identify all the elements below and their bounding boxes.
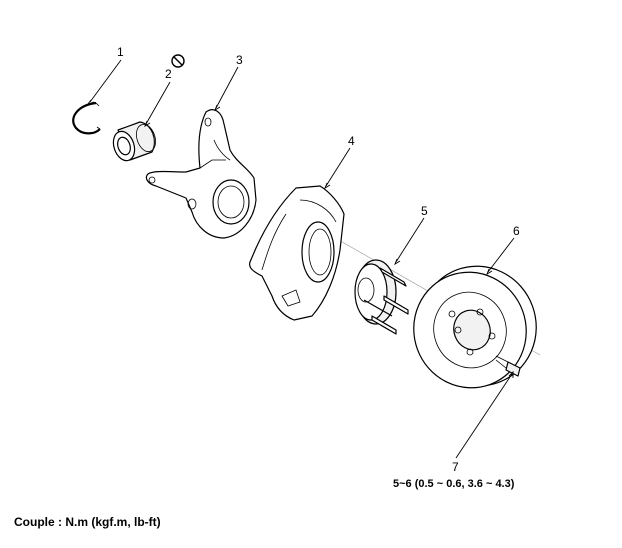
wheel-hub-part xyxy=(354,259,409,335)
callout-1: 1 xyxy=(117,45,124,59)
wheel-bearing-part xyxy=(112,121,156,162)
callout-2: 2 xyxy=(165,67,172,81)
snap-ring-part xyxy=(72,101,101,135)
torque-spec: 5~6 (0.5 ~ 0.6, 3.6 ~ 4.3) xyxy=(393,478,515,490)
leader-lines xyxy=(86,59,515,459)
callout-7: 7 xyxy=(452,460,459,474)
callout-3: 3 xyxy=(236,53,243,67)
dust-cover-part xyxy=(249,185,345,321)
prohibited-circle-icon xyxy=(171,54,185,68)
brake-disc-part xyxy=(413,265,537,389)
torque-unit-caption: Couple : N.m (kgf.m, lb-ft) xyxy=(14,515,161,529)
knuckle-part xyxy=(145,109,257,239)
callout-4: 4 xyxy=(348,134,355,148)
screw-part xyxy=(495,355,521,377)
callout-6: 6 xyxy=(513,224,520,238)
callout-5: 5 xyxy=(421,204,428,218)
